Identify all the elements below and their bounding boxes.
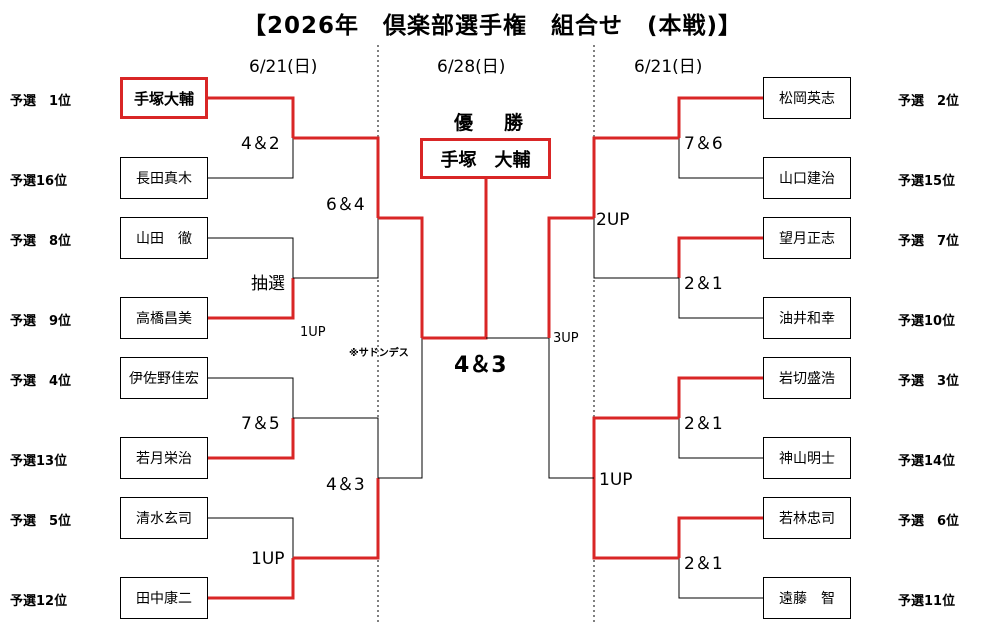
right-player-3: 望月正志	[763, 217, 851, 259]
left-r1-score-4: 1UP	[251, 549, 285, 569]
right-r1-score-1: 7＆6	[684, 134, 723, 154]
left-seed-3: 予選 8位	[10, 234, 72, 249]
right-player-5: 岩切盛浩	[763, 357, 851, 399]
left-player-2: 長田真木	[120, 157, 208, 199]
right-r1-score-3: 2＆1	[684, 414, 723, 434]
right-player-8: 遠藤 智	[763, 577, 851, 619]
right-player-2: 山口建治	[763, 157, 851, 199]
left-player-1: 手塚大輔	[120, 77, 208, 119]
final-score: 4＆3	[454, 353, 507, 378]
right-r3-score: 3UP	[553, 331, 579, 346]
sudden-death-note: ※サドンデス	[349, 348, 409, 359]
left-r1-score-2: 抽選	[251, 274, 285, 294]
right-player-7: 若林忠司	[763, 497, 851, 539]
left-player-6: 若月栄治	[120, 437, 208, 479]
left-player-4: 高橋昌美	[120, 297, 208, 339]
left-r3-score: 1UP	[300, 325, 326, 340]
right-seed-2: 予選15位	[898, 174, 956, 189]
right-seed-6: 予選14位	[898, 454, 956, 469]
left-player-5: 伊佐野佳宏	[120, 357, 208, 399]
left-player-3: 山田 徹	[120, 217, 208, 259]
champion-label: 優 勝	[454, 112, 530, 134]
left-r1-score-1: 4＆2	[241, 134, 280, 154]
left-seed-8: 予選12位	[10, 594, 68, 609]
date-right: 6/21(日)	[634, 57, 703, 77]
right-seed-7: 予選 6位	[898, 514, 960, 529]
right-seed-4: 予選10位	[898, 314, 956, 329]
right-r2-score-1: 2UP	[596, 210, 630, 230]
left-seed-5: 予選 4位	[10, 374, 72, 389]
right-player-4: 油井和幸	[763, 297, 851, 339]
champion-box: 手塚 大輔	[420, 138, 551, 179]
page-title: 【2026年 倶楽部選手権 組合せ (本戦)】	[242, 13, 743, 39]
left-player-8: 田中康二	[120, 577, 208, 619]
right-player-1: 松岡英志	[763, 77, 851, 119]
left-seed-1: 予選 1位	[10, 94, 72, 109]
right-seed-3: 予選 7位	[898, 234, 960, 249]
left-r2-score-1: 6＆4	[326, 195, 365, 215]
right-seed-8: 予選11位	[898, 594, 956, 609]
left-seed-2: 予選16位	[10, 174, 68, 189]
left-seed-4: 予選 9位	[10, 314, 72, 329]
right-r1-score-4: 2＆1	[684, 554, 723, 574]
date-center: 6/28(日)	[437, 57, 506, 77]
left-r2-score-2: 4＆3	[326, 475, 365, 495]
right-player-6: 神山明士	[763, 437, 851, 479]
left-seed-6: 予選13位	[10, 454, 68, 469]
left-seed-7: 予選 5位	[10, 514, 72, 529]
date-left: 6/21(日)	[249, 57, 318, 77]
right-r2-score-2: 1UP	[599, 470, 633, 490]
right-r1-score-2: 2＆1	[684, 274, 723, 294]
left-r1-score-3: 7＆5	[241, 414, 280, 434]
right-seed-1: 予選 2位	[898, 94, 960, 109]
right-seed-5: 予選 3位	[898, 374, 960, 389]
left-player-7: 清水玄司	[120, 497, 208, 539]
